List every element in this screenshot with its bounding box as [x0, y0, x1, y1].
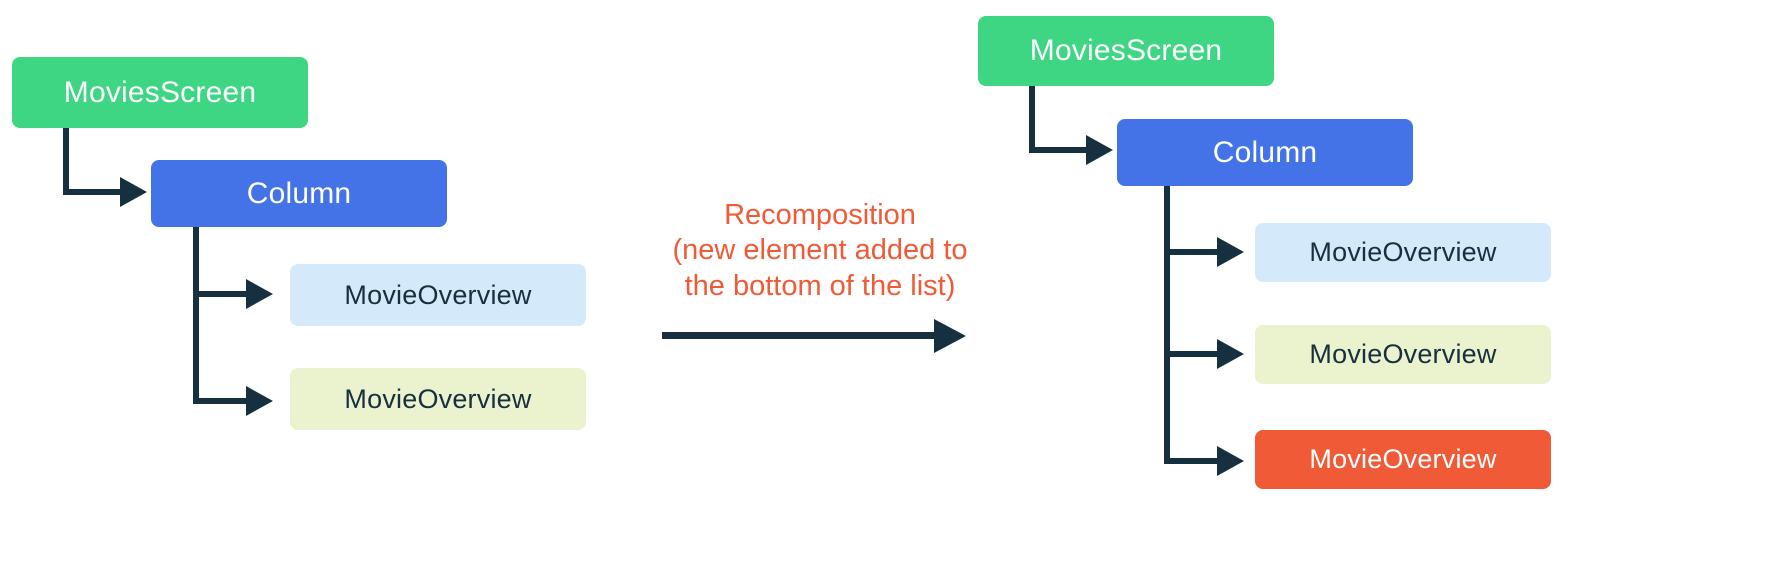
before-arrowhead-child-1	[246, 279, 273, 309]
before-node-moviesscreen[interactable]: MoviesScreen	[12, 57, 308, 128]
after-node-movieoverview-2-label: MovieOverview	[1309, 339, 1497, 369]
transition-label-line-3: the bottom of the list)	[684, 269, 956, 302]
after-node-movieoverview-3-new[interactable]: MovieOverview	[1255, 430, 1551, 489]
before-connector-branch-2	[193, 398, 250, 404]
before-node-column[interactable]: Column	[151, 160, 447, 227]
after-node-movieoverview-1[interactable]: MovieOverview	[1255, 223, 1551, 282]
after-node-moviesscreen-label: MoviesScreen	[1029, 34, 1223, 67]
before-node-moviesscreen-label: MoviesScreen	[63, 75, 257, 109]
after-arrowhead-child-3	[1217, 446, 1244, 476]
after-connector-screen-to-column-vertical	[1029, 86, 1035, 153]
before-connector-screen-to-column-horizontal	[63, 189, 125, 195]
after-connector-column-stem	[1164, 186, 1170, 464]
transition-arrow-icon	[934, 319, 966, 353]
before-connector-column-stem	[193, 227, 199, 404]
transition-arrow-shaft	[662, 332, 940, 339]
after-node-movieoverview-2[interactable]: MovieOverview	[1255, 325, 1551, 384]
after-node-moviesscreen[interactable]: MoviesScreen	[978, 16, 1274, 86]
after-connector-branch-1	[1164, 249, 1221, 255]
transition-label: Recomposition (new element added to the …	[655, 198, 985, 304]
after-arrowhead-child-2	[1217, 339, 1244, 369]
before-arrowhead-to-column	[120, 177, 147, 207]
after-arrowhead-child-1	[1217, 237, 1244, 267]
before-node-movieoverview-1[interactable]: MovieOverview	[290, 264, 586, 326]
before-node-column-label: Column	[246, 176, 352, 210]
before-arrowhead-child-2	[246, 386, 273, 416]
transition-label-line-2: (new element added to	[672, 234, 968, 267]
after-connector-branch-2	[1164, 351, 1221, 357]
before-node-movieoverview-2[interactable]: MovieOverview	[290, 368, 586, 430]
transition-label-line-1: Recomposition	[724, 199, 916, 231]
after-node-column-label: Column	[1212, 135, 1318, 169]
after-connector-branch-3	[1164, 458, 1221, 464]
before-connector-screen-to-column-vertical	[63, 128, 69, 195]
after-arrowhead-to-column	[1086, 135, 1113, 165]
after-connector-screen-to-column-horizontal	[1029, 147, 1091, 153]
before-connector-branch-1	[193, 291, 250, 297]
before-node-movieoverview-2-label: MovieOverview	[344, 383, 532, 414]
after-node-column[interactable]: Column	[1117, 119, 1413, 186]
after-node-movieoverview-1-label: MovieOverview	[1309, 237, 1497, 267]
before-node-movieoverview-1-label: MovieOverview	[344, 279, 532, 310]
after-node-movieoverview-3-label: MovieOverview	[1309, 444, 1497, 474]
